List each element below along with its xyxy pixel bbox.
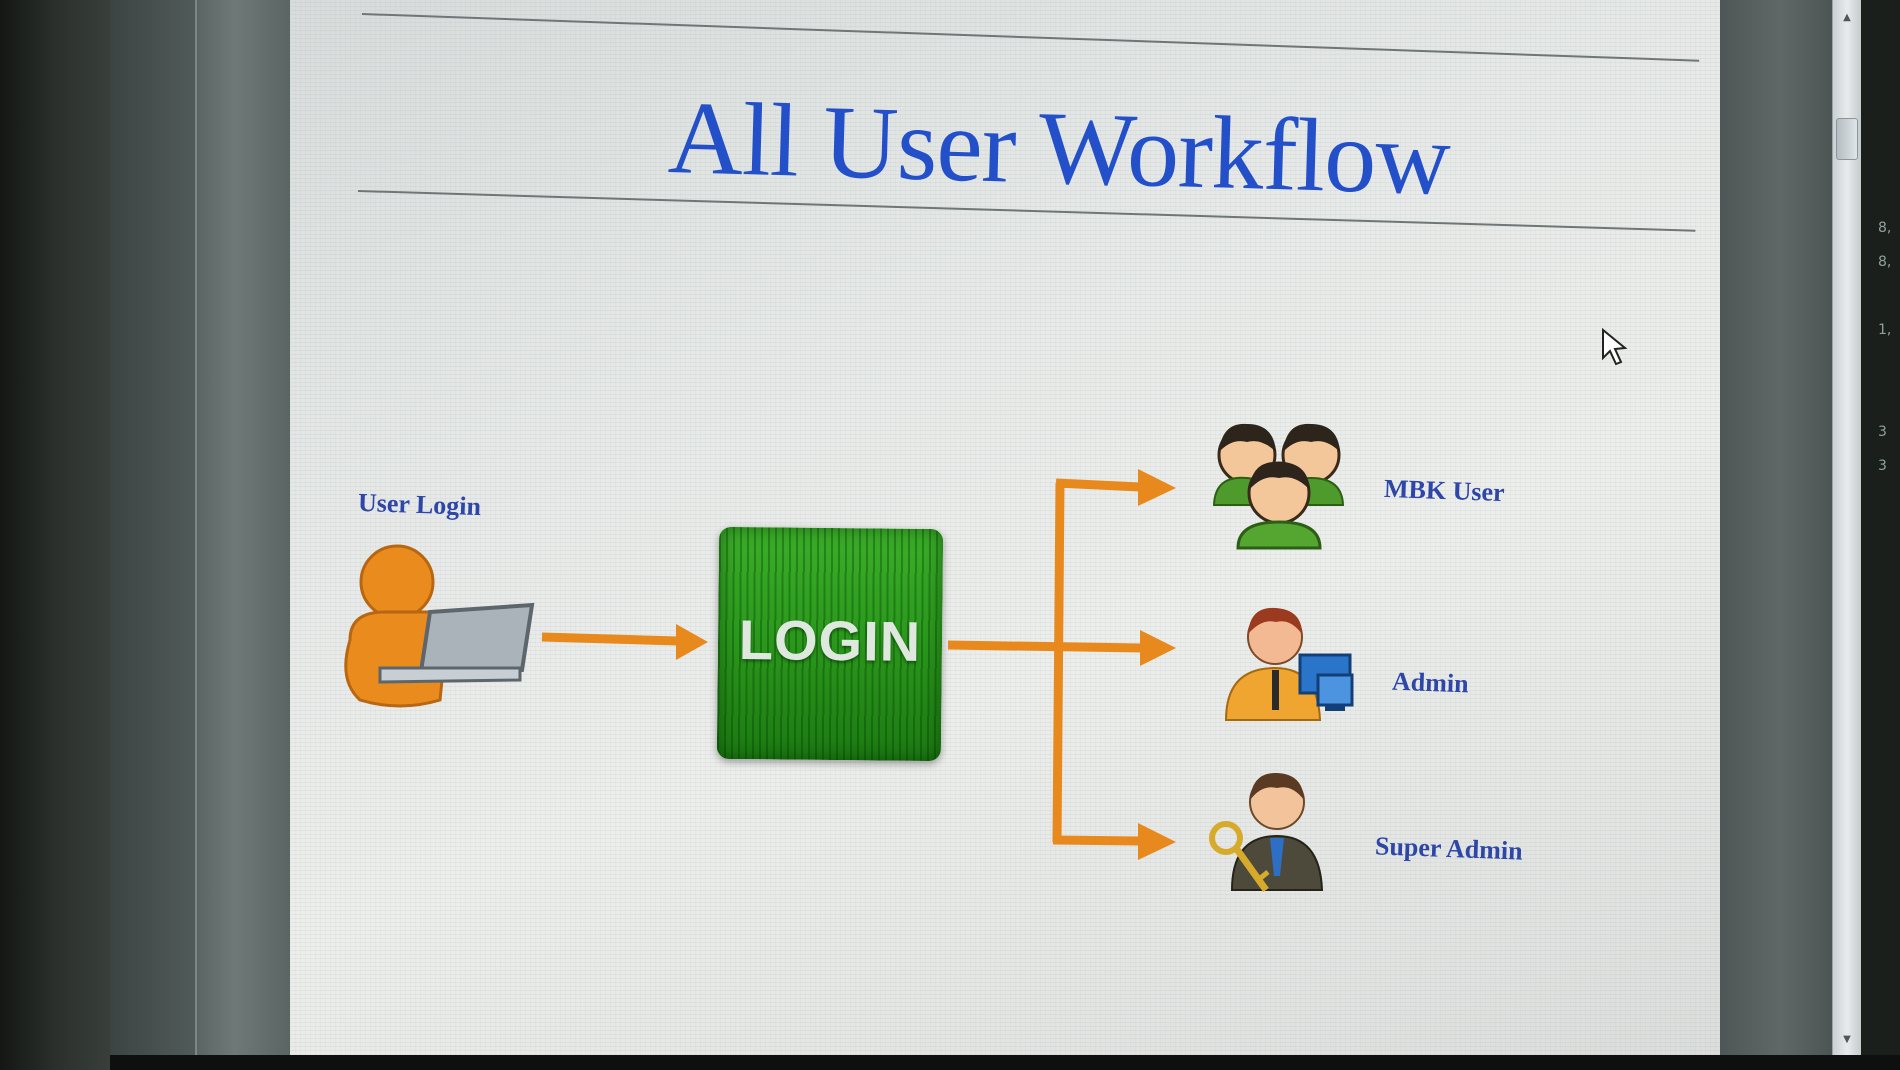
side-number: 1, xyxy=(1878,322,1892,338)
left-panel-strip xyxy=(195,0,292,1055)
admin-computer-icon xyxy=(1224,607,1354,721)
vertical-scrollbar[interactable]: ▲ ▼ xyxy=(1832,0,1861,1055)
side-number: 8, xyxy=(1878,220,1892,236)
side-number: 3 xyxy=(1878,424,1887,440)
side-number xyxy=(1878,288,1900,322)
side-number xyxy=(1878,390,1900,424)
side-number: 8, xyxy=(1878,254,1892,270)
scroll-thumb[interactable] xyxy=(1836,118,1858,160)
scroll-down-arrow-icon[interactable]: ▼ xyxy=(1843,1034,1851,1045)
scroll-up-arrow-icon[interactable]: ▲ xyxy=(1843,12,1851,23)
side-number xyxy=(1878,356,1900,390)
side-panel-numbers: 8, 8, 1, 3 3 xyxy=(1878,220,1900,492)
arrow-user-to-login xyxy=(541,624,708,660)
right-gutter xyxy=(1720,0,1840,1055)
side-number: 3 xyxy=(1878,458,1887,474)
user-group-icon xyxy=(1212,423,1345,550)
user-laptop-icon xyxy=(344,544,535,708)
super-admin-key-icon xyxy=(1209,772,1324,893)
mouse-cursor-icon xyxy=(1602,327,1628,366)
monitor-bezel-bottom xyxy=(110,1055,1900,1070)
arrow-login-to-roles xyxy=(947,469,1176,860)
slide-page xyxy=(290,0,1720,1055)
monitor-bezel-left xyxy=(0,0,120,1070)
